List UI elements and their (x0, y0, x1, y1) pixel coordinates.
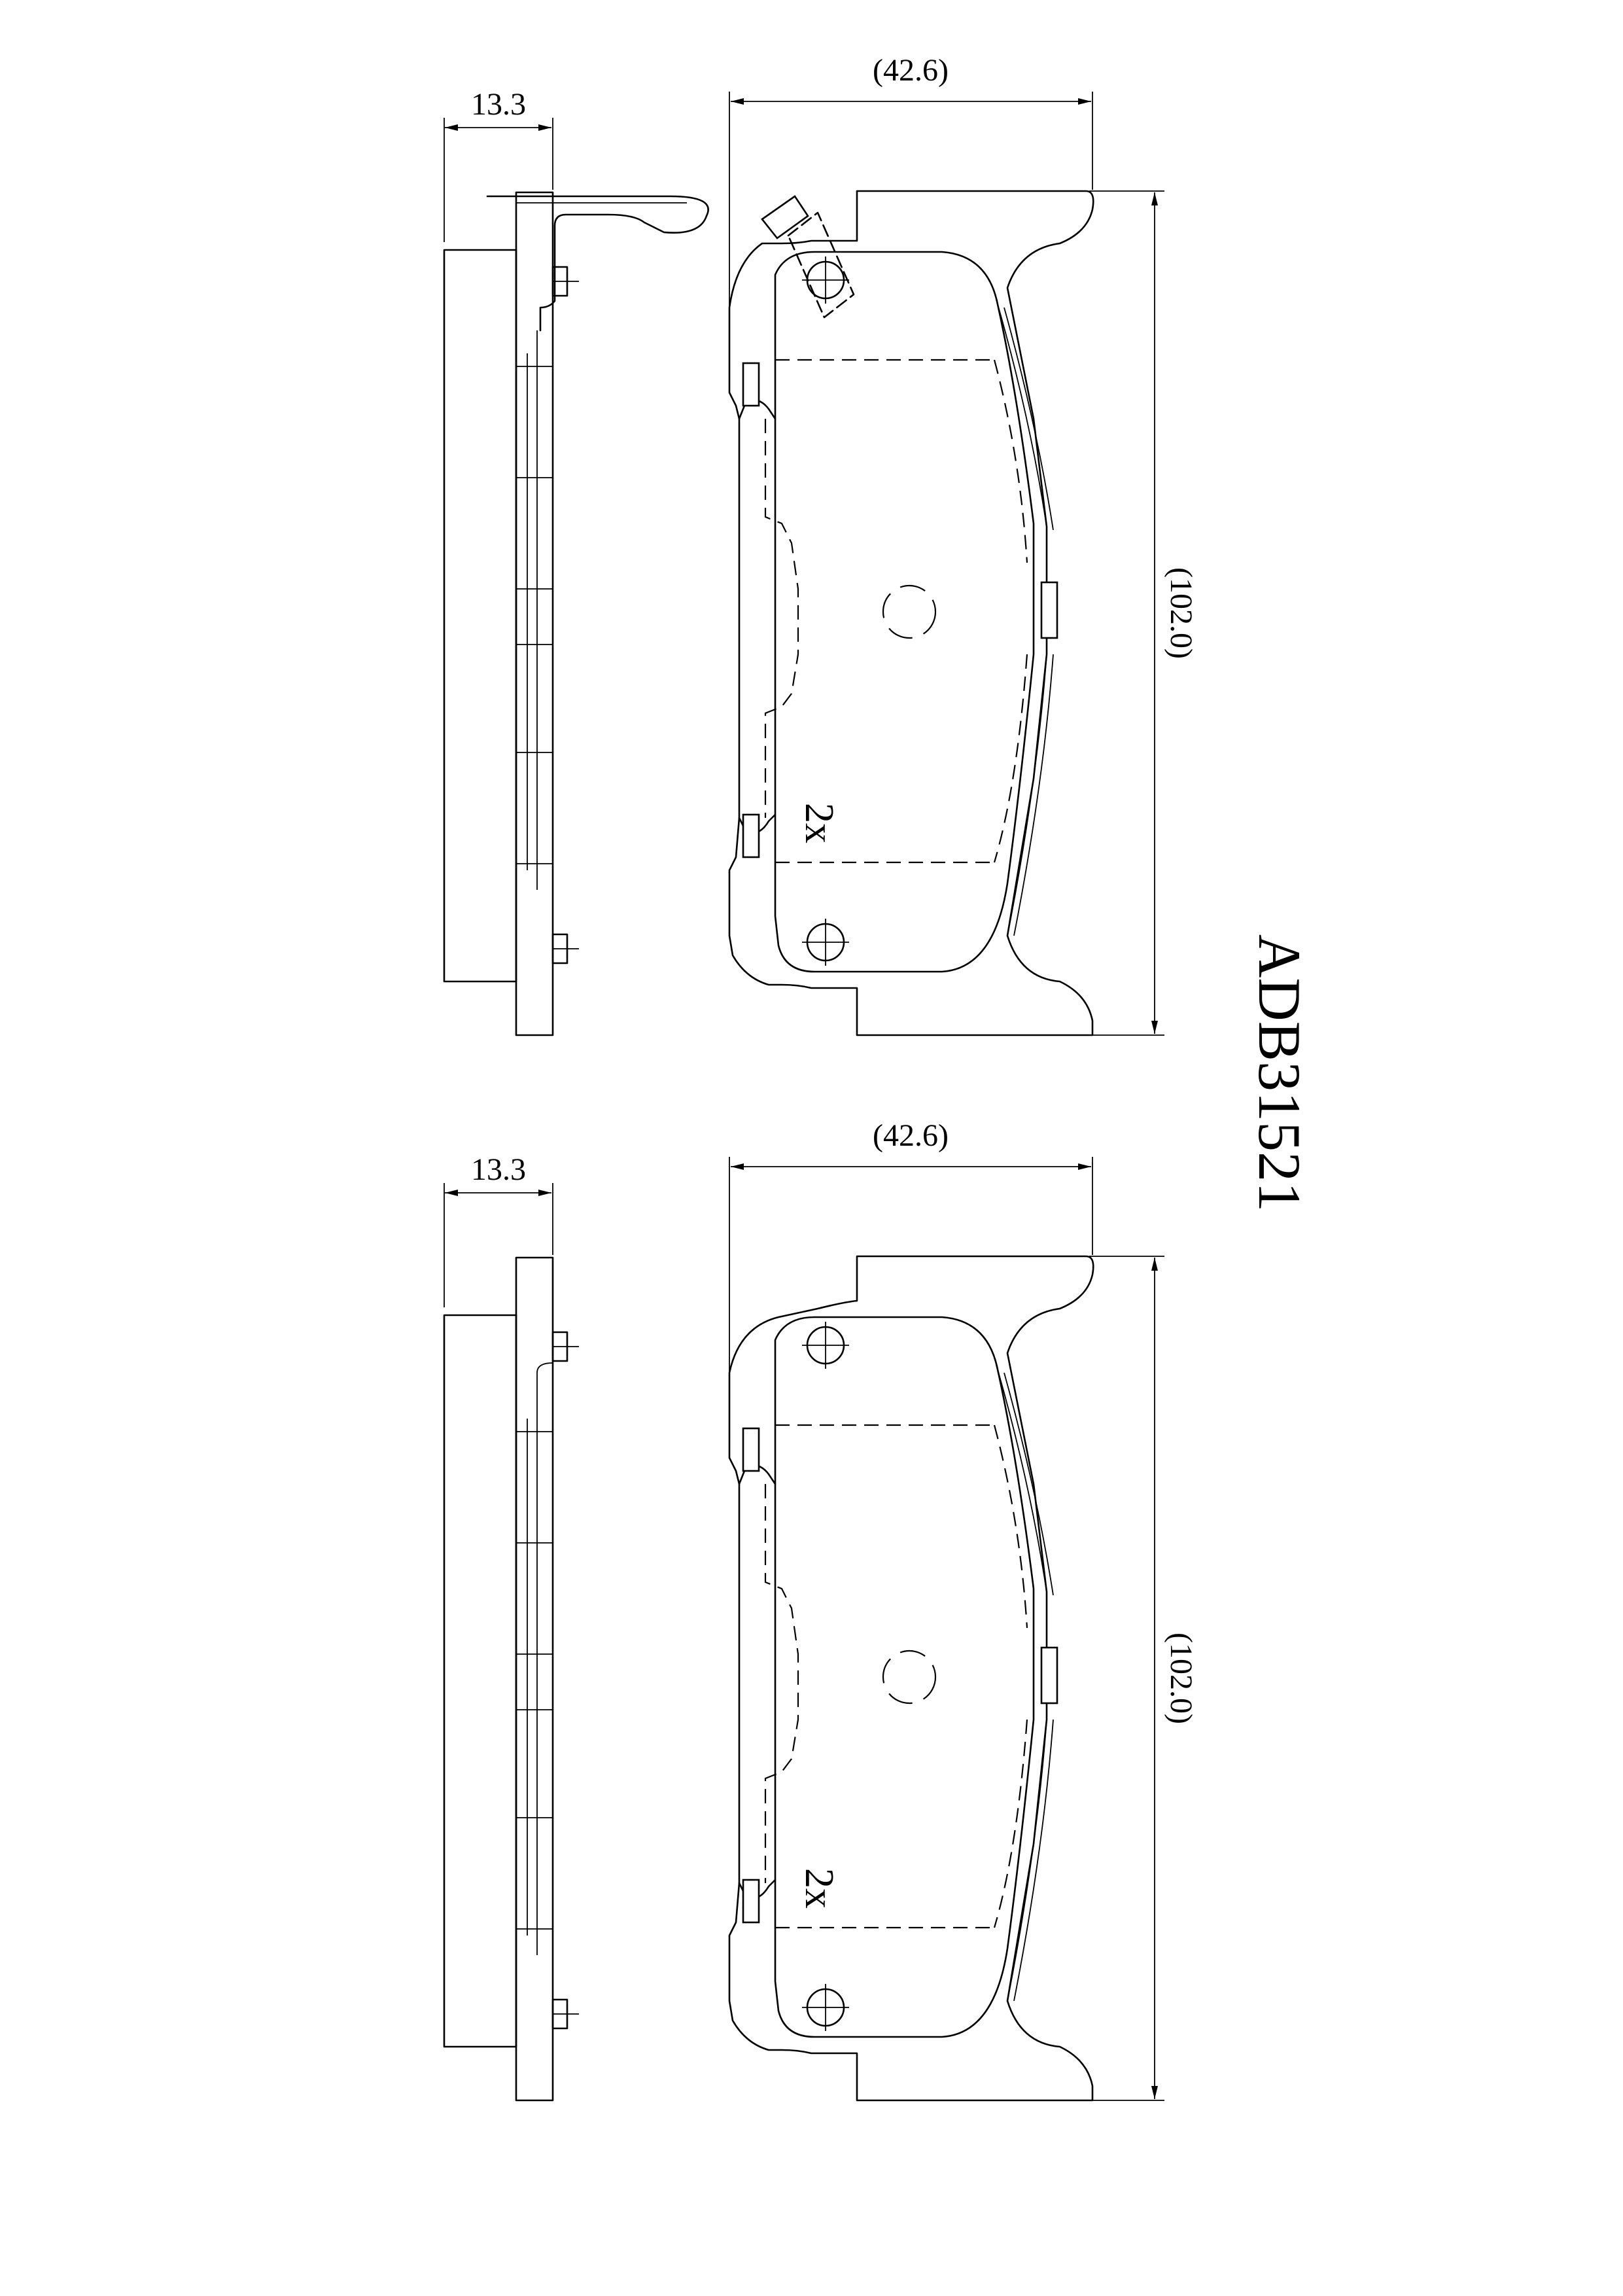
friction-material-side (443, 249, 517, 983)
dimensions-top: 13.3 (42.6) (102.0) 2x (444, 53, 1198, 1036)
height-label: (102.0) (1164, 567, 1198, 659)
backing-plate-outline (728, 1255, 1094, 2102)
side-view-top (443, 191, 709, 1036)
multiplier-label: 2x (797, 803, 841, 843)
backing-plate-outline (728, 190, 1094, 1036)
front-view-top (728, 190, 1094, 1036)
pad-drawing-bottom: 13.3 (42.6) (102.0) 2x (443, 1118, 1198, 2102)
backing-plate-side (515, 1256, 554, 2102)
height-label: (102.0) (1164, 1633, 1198, 1724)
friction-material-side (443, 1314, 517, 2048)
part-code: ADB31521 (1246, 934, 1313, 1212)
dimensions-bottom: 13.3 (42.6) (102.0) 2x (444, 1118, 1198, 2101)
side-view-bottom (443, 1256, 579, 2102)
front-view-bottom (728, 1255, 1094, 2102)
width-label: (42.6) (873, 1118, 949, 1153)
friction-material-outline (774, 251, 1035, 973)
friction-material-outline (774, 1316, 1035, 2038)
thickness-label: 13.3 (471, 87, 526, 122)
wear-sensor (761, 195, 855, 319)
backing-plate-side (515, 191, 554, 1036)
thickness-label: 13.3 (471, 1152, 526, 1187)
pad-drawing-top: 13.3 (42.6) (102.0) 2x (443, 53, 1198, 1036)
width-label: (42.6) (873, 53, 949, 88)
multiplier-label: 2x (797, 1868, 841, 1909)
spring-clip-side (486, 195, 709, 332)
